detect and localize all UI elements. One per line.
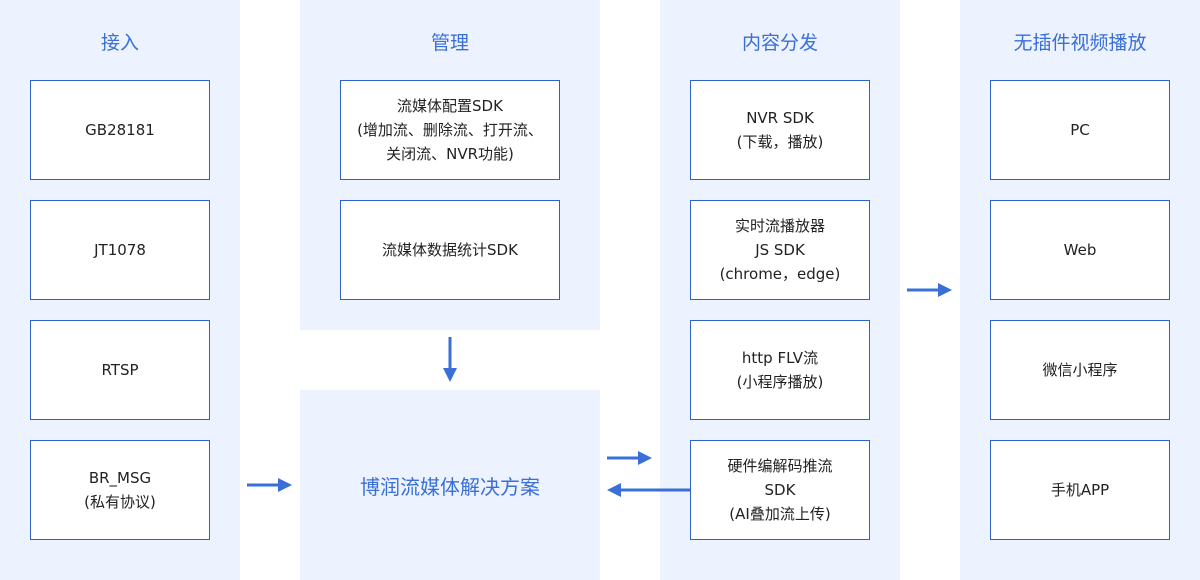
arrow-distribution-to-solution — [607, 483, 690, 497]
box-line: (chrome，edge) — [719, 265, 841, 283]
manage-title: 管理 — [430, 32, 469, 54]
box-line: (增加流、删除流、打开流、 — [357, 121, 543, 139]
solution-block: 博润流媒体解决方案 — [300, 390, 600, 580]
box-line: BR_MSG — [88, 469, 152, 487]
box-line: http FLV流 — [741, 349, 819, 367]
ingest-column: 接入 GB28181 JT1078 RTSP BR_MSG (私有协议) — [0, 0, 240, 580]
box-line: 硬件编解码推流 — [727, 457, 833, 475]
manage-item-config-sdk: 流媒体配置SDK (增加流、删除流、打开流、 关闭流、NVR功能) — [340, 80, 560, 180]
box-line: NVR SDK — [746, 109, 814, 127]
playback-column: 无插件视频播放 PC Web 微信小程序 手机APP — [960, 0, 1200, 580]
arrow-distribution-to-playback — [907, 283, 952, 297]
box-line: (私有协议) — [84, 493, 156, 511]
box-line: 流媒体数据统计SDK — [382, 241, 518, 259]
manage-item-stats-sdk: 流媒体数据统计SDK — [340, 200, 560, 300]
box-line: SDK — [764, 481, 796, 499]
arrow-ingest-to-solution — [247, 478, 292, 492]
box-line: (小程序播放) — [736, 373, 824, 391]
arrow-solution-to-distribution — [607, 451, 652, 465]
box-line: GB28181 — [85, 121, 155, 139]
box-line: 手机APP — [1050, 481, 1110, 499]
box-line: Web — [1063, 241, 1097, 259]
playback-title: 无插件视频播放 — [1013, 32, 1147, 54]
box-line: JS SDK — [755, 241, 805, 259]
distribution-item-http-flv: http FLV流 (小程序播放) — [690, 320, 870, 420]
arrow-manage-to-solution — [443, 337, 457, 382]
manage-column: 管理 流媒体配置SDK (增加流、删除流、打开流、 关闭流、NVR功能) 流媒体… — [300, 0, 600, 330]
solution-label: 博润流媒体解决方案 — [360, 474, 540, 499]
playback-item-pc: PC — [990, 80, 1170, 180]
playback-item-web: Web — [990, 200, 1170, 300]
distribution-item-hw-codec-sdk: 硬件编解码推流 SDK (AI叠加流上传) — [690, 440, 870, 540]
box-line: 实时流播放器 — [734, 217, 825, 235]
box-line: 关闭流、NVR功能) — [386, 145, 514, 163]
box-line: 微信小程序 — [1042, 361, 1118, 379]
ingest-item-rtsp: RTSP — [30, 320, 210, 420]
ingest-item-jt1078: JT1078 — [30, 200, 210, 300]
distribution-item-js-sdk: 实时流播放器 JS SDK (chrome，edge) — [690, 200, 870, 300]
distribution-title: 内容分发 — [741, 32, 818, 54]
box-line: (AI叠加流上传) — [729, 505, 831, 523]
ingest-title: 接入 — [100, 32, 139, 54]
box-line: (下载，播放) — [736, 133, 824, 151]
box-line: 流媒体配置SDK — [397, 97, 503, 115]
distribution-column: 内容分发 NVR SDK (下载，播放) 实时流播放器 JS SDK (chro… — [660, 0, 900, 580]
playback-item-mobile-app: 手机APP — [990, 440, 1170, 540]
ingest-item-gb28181: GB28181 — [30, 80, 210, 180]
box-line: RTSP — [101, 361, 139, 379]
box-line: JT1078 — [94, 241, 146, 259]
distribution-item-nvr-sdk: NVR SDK (下载，播放) — [690, 80, 870, 180]
ingest-item-br-msg: BR_MSG (私有协议) — [30, 440, 210, 540]
playback-item-wechat-miniprogram: 微信小程序 — [990, 320, 1170, 420]
box-line: PC — [1070, 121, 1090, 139]
